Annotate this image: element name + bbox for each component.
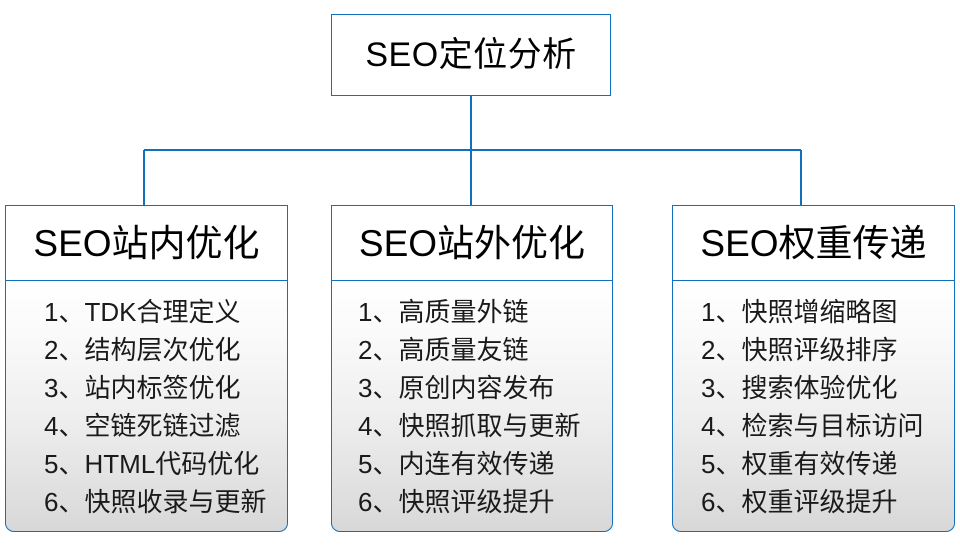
branch-list-3: 1、快照增缩略图 2、快照评级排序 3、搜索体验优化 4、检索与目标访问 5、权… [673,293,960,521]
list-item: 1、快照增缩略图 [701,297,898,327]
list-item: 1、TDK合理定义 [44,297,241,327]
branch-body-3: 1、快照增缩略图 2、快照评级排序 3、搜索体验优化 4、检索与目标访问 5、权… [672,281,955,532]
branch-column-2: SEO站外优化 1、高质量外链 2、高质量友链 3、原创内容发布 4、快照抓取与… [331,205,613,532]
branch-column-1: SEO站内优化 1、TDK合理定义 2、结构层次优化 3、站内标签优化 4、空链… [5,205,288,532]
list-item: 3、搜索体验优化 [701,373,898,403]
list-item: 4、空链死链过滤 [44,411,241,441]
branch-header-label-1: SEO站内优化 [33,222,260,264]
list-item: 6、快照收录与更新 [44,487,267,517]
list-item: 2、结构层次优化 [44,335,241,365]
root-node: SEO定位分析 [331,14,611,96]
list-item: 6、权重评级提升 [701,487,898,517]
branch-body-2: 1、高质量外链 2、高质量友链 3、原创内容发布 4、快照抓取与更新 5、内连有… [331,281,613,532]
branch-header-2: SEO站外优化 [331,205,613,281]
list-item: 5、HTML代码优化 [44,449,260,479]
list-item: 2、快照评级排序 [701,335,898,365]
branch-column-3: SEO权重传递 1、快照增缩略图 2、快照评级排序 3、搜索体验优化 4、检索与… [672,205,955,532]
branch-header-label-2: SEO站外优化 [358,222,586,264]
branch-body-1: 1、TDK合理定义 2、结构层次优化 3、站内标签优化 4、空链死链过滤 5、H… [5,281,288,532]
branch-header-1: SEO站内优化 [5,205,288,281]
list-item: 3、站内标签优化 [44,373,241,403]
branch-header-3: SEO权重传递 [672,205,955,281]
list-item: 2、高质量友链 [358,335,529,365]
list-item: 3、原创内容发布 [358,373,555,403]
branch-header-label-3: SEO权重传递 [700,222,927,264]
list-item: 5、权重有效传递 [701,449,898,479]
list-item: 5、内连有效传递 [358,449,555,479]
branch-list-1: 1、TDK合理定义 2、结构层次优化 3、站内标签优化 4、空链死链过滤 5、H… [6,293,325,521]
branch-list-2: 1、高质量外链 2、高质量友链 3、原创内容发布 4、快照抓取与更新 5、内连有… [332,293,638,521]
list-item: 6、快照评级提升 [358,487,555,517]
list-item: 4、快照抓取与更新 [358,411,581,441]
list-item: 1、高质量外链 [358,297,529,327]
list-item: 4、检索与目标访问 [701,411,924,441]
root-node-label: SEO定位分析 [365,36,577,74]
